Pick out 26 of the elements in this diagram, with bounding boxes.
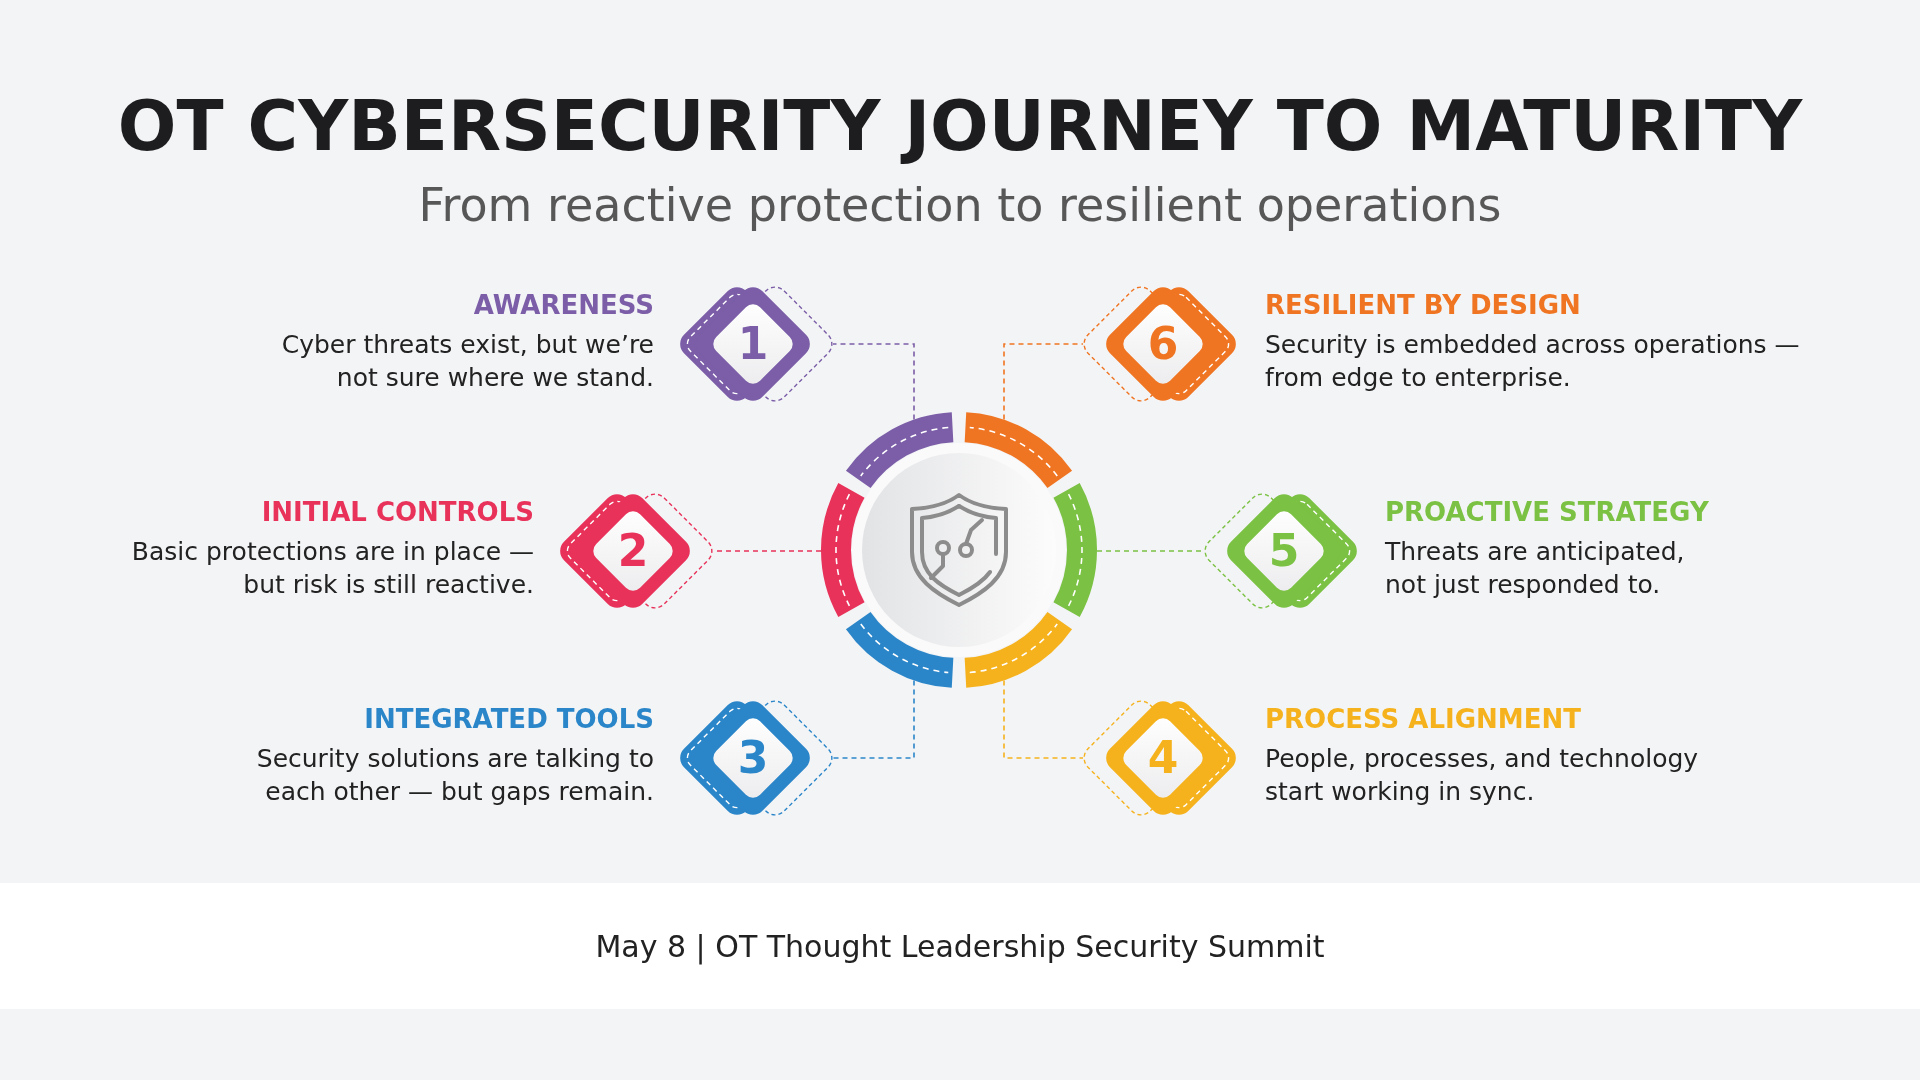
- step-number: 1: [737, 321, 769, 367]
- step-heading: AWARENESS: [473, 289, 654, 322]
- step-description: Security is embedded across operations — from edge to enterprise.: [1265, 329, 1801, 394]
- step-description: Basic protections are in place — but risk is still reactive.: [130, 536, 534, 601]
- step-description: People, processes, and technology start working in sync.: [1265, 743, 1700, 808]
- step-heading: INTEGRATED TOOLS: [364, 703, 654, 736]
- step-heading: PROACTIVE STRATEGY: [1385, 496, 1709, 529]
- step-heading: PROCESS ALIGNMENT: [1265, 703, 1581, 736]
- step-heading: RESILIENT BY DESIGN: [1265, 289, 1581, 322]
- connector-line: [1003, 343, 1084, 421]
- step-description: Threats are anticipated, not just responded to.: [1385, 536, 1686, 601]
- step-description: Cyber threats exist, but we’re not sure where we stand.: [280, 329, 654, 394]
- connector-line: [832, 679, 915, 759]
- step-number: 4: [1147, 735, 1179, 781]
- connector-line: [832, 343, 915, 421]
- step-number: 3: [737, 735, 769, 781]
- footer-text: May 8 | OT Thought Leadership Security Summit: [595, 927, 1325, 966]
- hub-circle: [821, 412, 1097, 688]
- subtitle: From reactive protection to resilient operations: [418, 177, 1502, 234]
- step-heading: INITIAL CONTROLS: [261, 496, 534, 529]
- step-number: 5: [1268, 528, 1300, 574]
- step-description: Security solutions are talking to each other — but gaps remain.: [255, 743, 654, 808]
- connector-line: [1003, 679, 1084, 759]
- step-number: 2: [617, 528, 649, 574]
- step-number: 6: [1147, 321, 1179, 367]
- title: OT CYBERSECURITY JOURNEY TO MATURITY: [117, 85, 1803, 168]
